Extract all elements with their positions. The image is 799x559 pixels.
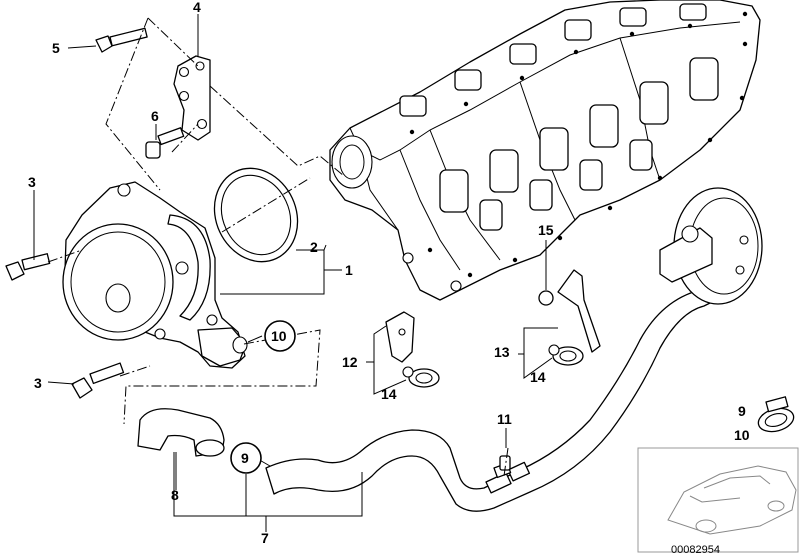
leader-lines xyxy=(33,14,558,532)
bracket-illustration xyxy=(173,55,211,141)
callout-5: 5 xyxy=(52,40,60,56)
bracket-12-illustration xyxy=(385,311,415,363)
cylinder-head-illustration xyxy=(329,0,761,301)
document-number: 00082954 xyxy=(671,544,720,556)
brake-booster-illustration xyxy=(659,187,763,305)
callout-9-box: 9 xyxy=(738,403,746,419)
bolt-6-illustration xyxy=(145,127,185,159)
callout-10: 10 xyxy=(271,328,287,344)
callout-11: 11 xyxy=(497,411,512,427)
vacuum-pump-illustration xyxy=(62,181,248,369)
callout-10-box: 10 xyxy=(734,427,750,443)
callout-7: 7 xyxy=(261,530,269,546)
clamp-14-left-illustration xyxy=(402,366,440,388)
car-thumbnail xyxy=(637,447,799,553)
callout-12: 12 xyxy=(342,354,358,370)
callout-6: 6 xyxy=(151,108,159,124)
callout-15: 15 xyxy=(538,222,554,238)
callout-labels: 4 5 6 3 2 1 10 3 9 8 7 12 14 15 13 14 11… xyxy=(28,0,750,546)
callout-14-right: 14 xyxy=(530,369,546,385)
bolt-3-lower-illustration xyxy=(71,362,125,399)
callout-2: 2 xyxy=(310,239,318,255)
bolt-5-illustration xyxy=(95,27,148,53)
o-ring-illustration xyxy=(213,167,299,263)
clamp-14-right-illustration xyxy=(548,344,584,366)
bracket-13-illustration xyxy=(538,269,601,353)
callout-9: 9 xyxy=(241,450,249,466)
callout-1: 1 xyxy=(345,262,353,278)
callout-3-lower: 3 xyxy=(34,375,42,391)
hose-8-illustration xyxy=(137,408,225,457)
hose-clamp-illustration xyxy=(757,396,795,433)
callout-14-left: 14 xyxy=(381,386,397,402)
callout-8: 8 xyxy=(171,487,179,503)
bolt-3-upper-illustration xyxy=(5,253,51,281)
callout-9-circle xyxy=(230,442,262,474)
callout-4: 4 xyxy=(193,0,201,15)
callout-10-circle xyxy=(264,320,296,352)
assembly-lines xyxy=(47,17,509,477)
callout-13: 13 xyxy=(494,344,510,360)
callout-3-upper: 3 xyxy=(28,174,36,190)
vacuum-hose-illustration xyxy=(265,285,717,512)
